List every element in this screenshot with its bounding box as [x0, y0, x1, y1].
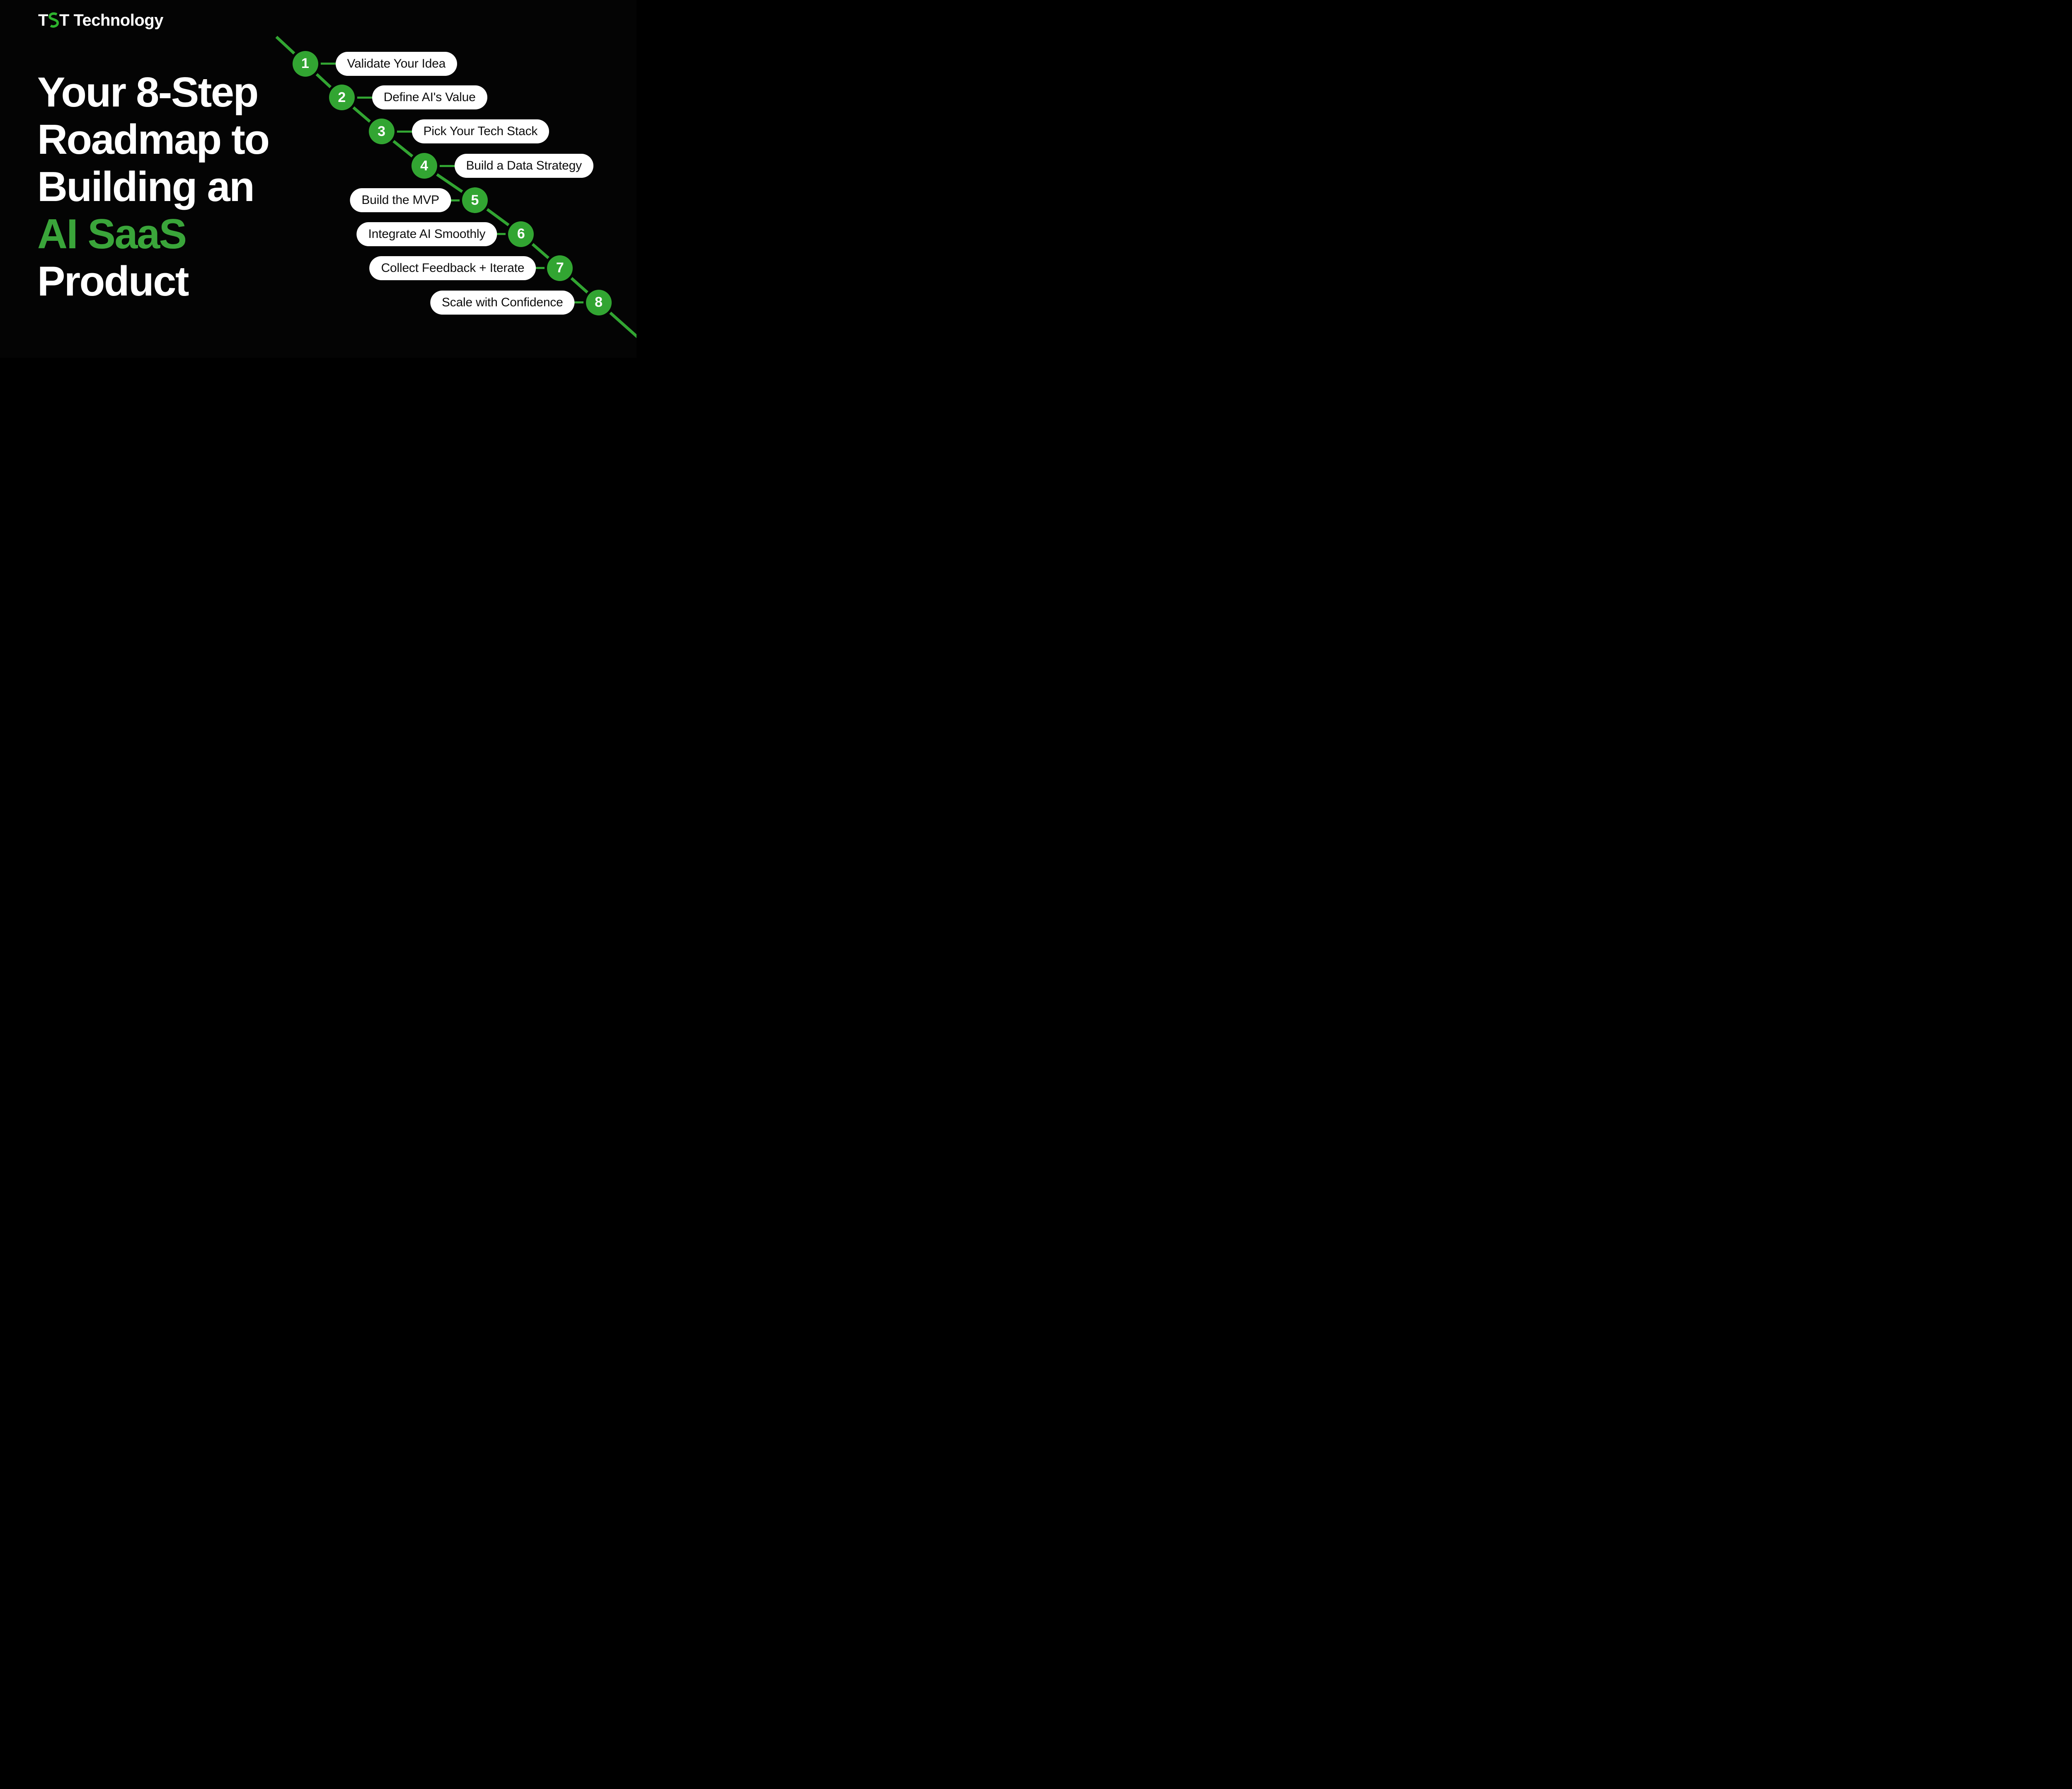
- step-connector: [565, 301, 599, 304]
- step-pill: Define AI's Value: [372, 85, 487, 110]
- step-number-badge: 4: [411, 153, 437, 179]
- step-number-badge: 6: [508, 221, 534, 247]
- step-number-badge: 3: [368, 119, 395, 145]
- title-line: Roadmap to: [37, 116, 270, 163]
- step-connector: [305, 63, 339, 65]
- step-number: 4: [420, 158, 428, 174]
- step-connector: [527, 267, 560, 269]
- title-line: Product: [37, 258, 189, 305]
- step-number: 5: [471, 192, 479, 208]
- step-pill: Collect Feedback + Iterate: [369, 256, 536, 280]
- step-number: 1: [301, 56, 309, 71]
- logo-letter-t1: T: [38, 11, 48, 29]
- step-connector: [442, 199, 475, 201]
- step-pill: Scale with Confidence: [430, 290, 575, 315]
- step-pill: Pick Your Tech Stack: [411, 119, 549, 144]
- brand-logo: T T Technology: [38, 11, 163, 30]
- step-number: 8: [595, 294, 603, 310]
- step-number: 3: [378, 123, 386, 139]
- title-line: Building an: [37, 164, 255, 210]
- step-connector: [381, 130, 415, 133]
- step-number-badge: 1: [292, 51, 318, 77]
- step-number: 2: [338, 89, 346, 105]
- step-pill: Integrate AI Smoothly: [356, 222, 497, 246]
- step-number: 6: [517, 226, 525, 242]
- step-number-badge: 5: [462, 187, 488, 213]
- step-pill: Build a Data Strategy: [454, 154, 593, 178]
- step-number-badge: 2: [329, 85, 355, 111]
- title-line-highlight: AI SaaS: [37, 211, 187, 257]
- logo-rest: T Technology: [59, 11, 164, 29]
- roadmap-line: [275, 36, 637, 338]
- step-number: 7: [556, 260, 564, 276]
- step-pill: Validate Your Idea: [335, 51, 457, 76]
- step-number-badge: 8: [586, 289, 612, 315]
- title-line: Your 8-Step: [37, 69, 259, 116]
- step-number-badge: 7: [547, 255, 573, 281]
- logo-s-icon: [48, 12, 59, 28]
- step-connector: [488, 233, 521, 235]
- step-connector: [424, 165, 457, 167]
- step-connector: [341, 96, 375, 99]
- step-pill: Build the MVP: [350, 188, 451, 213]
